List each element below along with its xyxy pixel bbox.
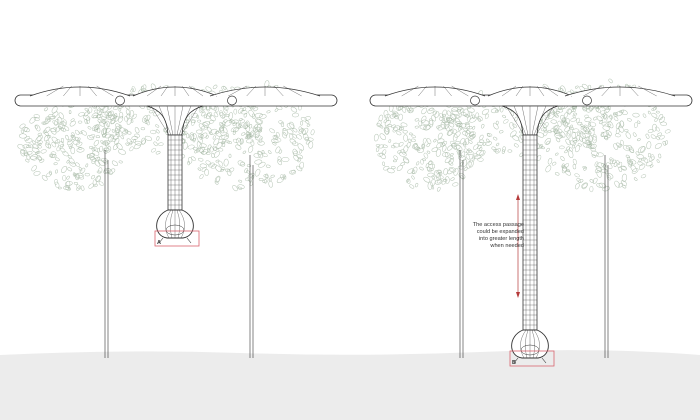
dome-rib bbox=[88, 85, 97, 97]
pod-leg-right bbox=[541, 357, 547, 364]
funnel-rib bbox=[531, 105, 539, 136]
ring-joint-2 bbox=[582, 95, 592, 106]
panel-marker-b: B bbox=[512, 360, 516, 366]
pod-rib bbox=[170, 209, 174, 239]
dome-rib bbox=[96, 85, 114, 97]
arrowhead-bottom bbox=[516, 292, 520, 298]
pod-rib bbox=[520, 329, 527, 359]
elevation-panel-b: B bbox=[369, 78, 693, 367]
dome-rib bbox=[283, 85, 302, 97]
dome-rib bbox=[274, 85, 284, 97]
funnel-rib bbox=[158, 105, 172, 136]
funnel-rib bbox=[150, 105, 170, 136]
funnel-rib bbox=[176, 105, 184, 136]
dome-rib bbox=[146, 85, 162, 97]
dome-rib bbox=[629, 85, 639, 97]
funnel-rib bbox=[166, 105, 174, 136]
pod-rib bbox=[533, 329, 540, 359]
funnel-rib bbox=[513, 105, 527, 136]
dome-rib bbox=[160, 85, 169, 97]
length-dimension-arrow bbox=[516, 194, 520, 298]
dome-rib bbox=[181, 85, 190, 97]
elevation-panel-a: A bbox=[14, 80, 338, 358]
funnel-rib bbox=[180, 105, 200, 136]
dome-rib bbox=[583, 85, 602, 97]
ground-plane bbox=[0, 350, 700, 420]
dome-rib bbox=[246, 85, 256, 97]
funnel-rib bbox=[533, 105, 547, 136]
panel-marker-a: A bbox=[157, 240, 161, 246]
pod-window bbox=[165, 224, 185, 236]
dome-rib bbox=[515, 85, 524, 97]
pod-leg-left bbox=[513, 357, 519, 364]
pod-rib bbox=[525, 329, 529, 359]
pod-leg-left bbox=[158, 237, 164, 244]
dome-rib bbox=[443, 85, 452, 97]
ring-joint-2 bbox=[227, 95, 237, 106]
annotation-line-1: The access passage bbox=[472, 222, 524, 228]
pod-highlight-box-b bbox=[509, 350, 555, 367]
background-tree-foliage-1 bbox=[373, 88, 486, 192]
dome-rib bbox=[418, 85, 427, 97]
pod-rib bbox=[531, 329, 535, 359]
funnel-rib bbox=[178, 105, 192, 136]
dome-rib bbox=[228, 85, 247, 97]
funnel-rib bbox=[535, 105, 555, 136]
funnel-rib bbox=[505, 105, 525, 136]
dome-rib bbox=[501, 85, 517, 97]
pod-leg-right bbox=[186, 237, 192, 244]
annotation-text: The access passage could be expanded int… bbox=[452, 222, 524, 250]
pod-window bbox=[520, 344, 540, 356]
dome-rib bbox=[401, 85, 419, 97]
ring-joint-1 bbox=[470, 95, 480, 106]
annotation-line-2: could be expanded bbox=[476, 229, 524, 235]
pod-rib bbox=[165, 209, 172, 239]
dome-rib bbox=[46, 85, 64, 97]
dome-rib bbox=[638, 85, 657, 97]
funnel-rib bbox=[521, 105, 529, 136]
dome-rib bbox=[543, 85, 559, 97]
ground-fill bbox=[0, 350, 700, 420]
pod-rib bbox=[176, 209, 180, 239]
canopy-ring bbox=[369, 94, 693, 107]
pod-rib bbox=[178, 209, 185, 239]
canopy-ring bbox=[14, 94, 338, 107]
dome-rib bbox=[188, 85, 204, 97]
ring-joint-1 bbox=[115, 95, 125, 106]
dome-rib bbox=[451, 85, 469, 97]
dome-rib bbox=[63, 85, 72, 97]
arrowhead-top bbox=[516, 194, 520, 200]
annotation-line-4: when needed bbox=[490, 243, 524, 249]
pod-highlight-box-a bbox=[154, 230, 200, 247]
dome-rib bbox=[601, 85, 611, 97]
annotation-line-3: into greater length bbox=[478, 236, 524, 242]
dome-rib bbox=[536, 85, 545, 97]
